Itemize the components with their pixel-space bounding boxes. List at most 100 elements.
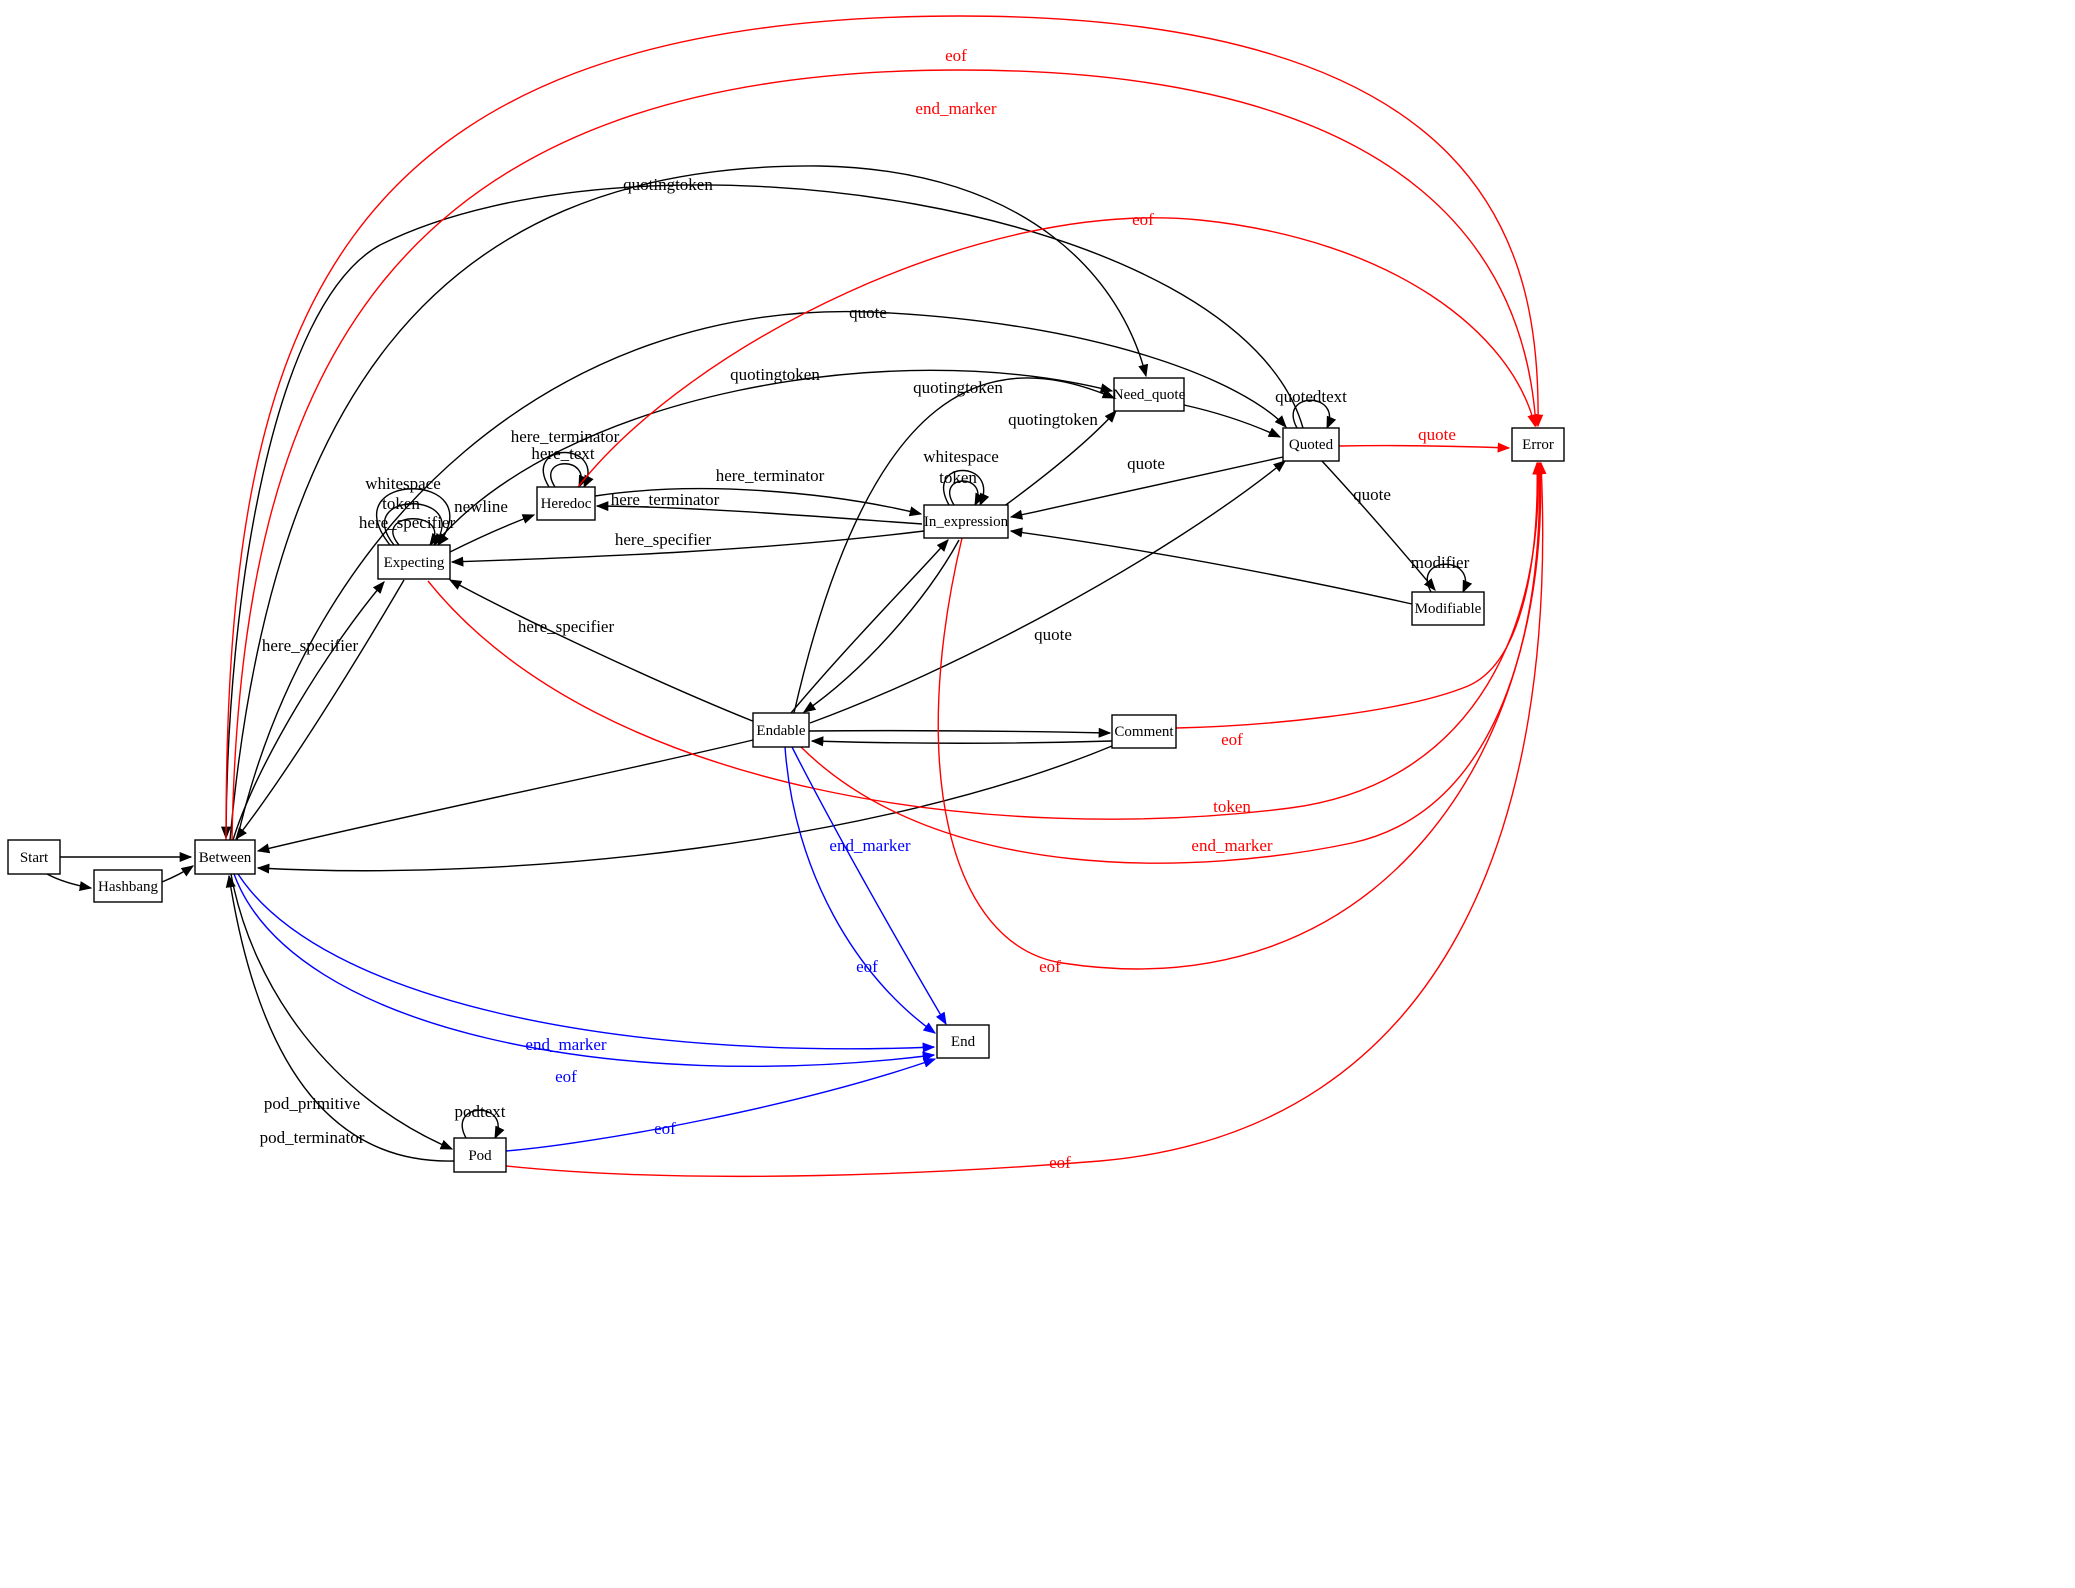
edge-endable-needquote — [793, 377, 1116, 714]
edge-inexpression-heredoc — [595, 501, 923, 525]
edge-label: here_terminator — [511, 427, 620, 446]
edge-pod-between — [225, 874, 455, 1162]
edge-endable-inexpression — [790, 539, 949, 714]
edge-label: here_specifier — [518, 617, 615, 636]
node-hashbang: Hashbang — [93, 869, 163, 903]
node-error-box — [1511, 427, 1565, 462]
edge-pod-error-eof — [505, 461, 1547, 1178]
edge-endable-end-eof — [784, 746, 937, 1034]
edge-label: whitespace — [923, 447, 999, 466]
edge-expecting-heredoc — [449, 514, 536, 553]
edge-expecting-needquote — [433, 369, 1114, 546]
edge-label: here_terminator — [611, 490, 720, 509]
edge-label: here_specifier — [262, 636, 359, 655]
node-between: Between — [194, 839, 256, 875]
edge-label: token — [382, 494, 420, 513]
node-heredoc-label: Heredoc — [541, 496, 592, 512]
edge-endable-end-endmarker — [791, 746, 947, 1026]
edge-between-expecting — [232, 581, 385, 841]
node-start-box — [7, 839, 61, 875]
edge-needquote-quoted — [1183, 404, 1282, 438]
edge-label: whitespace — [365, 474, 441, 493]
edge-label: quotingtoken — [913, 378, 1003, 397]
edge-quoted-inexpression — [1009, 456, 1284, 520]
edge-pod-self-podtext — [461, 1109, 505, 1140]
node-modifiable-label: Modifiable — [1415, 601, 1482, 617]
edge-expecting-self-whitespace — [375, 488, 451, 547]
edge-label: here_terminator — [716, 466, 825, 485]
node-pod-box — [453, 1137, 507, 1173]
node-hashbang-box — [93, 869, 163, 903]
node-end-label: End — [951, 1034, 976, 1050]
edge-label: eof — [1039, 957, 1061, 976]
node-pod: Pod — [453, 1137, 507, 1173]
edge-between-quoted — [236, 310, 1287, 841]
edge-endable-quoted — [809, 460, 1286, 724]
node-expecting-label: Expecting — [384, 555, 445, 571]
edge-heredoc-self-heretext — [550, 463, 589, 489]
node-pod-label: Pod — [468, 1148, 492, 1164]
edge-inexpression-endable — [802, 539, 960, 713]
node-end-box — [936, 1024, 990, 1059]
edge-label: quote — [1353, 485, 1391, 504]
edge-label: newline — [454, 497, 508, 516]
node-error: Error — [1511, 427, 1565, 462]
edge-endable-between — [256, 739, 754, 854]
edge-label: quote — [1034, 625, 1072, 644]
node-between-box — [194, 839, 256, 875]
edge-label: eof — [1132, 210, 1154, 229]
node-hashbang-label: Hashbang — [98, 879, 158, 895]
edge-endable-comment — [808, 727, 1112, 738]
edge-modifiable-inexpression — [1009, 527, 1413, 605]
node-start: Start — [7, 839, 61, 875]
node-quoted: Quoted — [1282, 427, 1340, 462]
node-expecting-box — [377, 544, 451, 580]
edge-endable-expecting — [448, 579, 756, 723]
node-quoted-label: Quoted — [1289, 437, 1334, 453]
edge-inexpression-error-eof — [937, 461, 1546, 970]
edge-label: end_marker — [915, 99, 997, 118]
edge-expecting-self-token — [383, 503, 445, 547]
node-expecting: Expecting — [377, 544, 451, 580]
edge-expecting-between — [235, 579, 405, 840]
node-in-expression-label: In_expression — [924, 514, 1009, 530]
edge-pod-end-eof — [505, 1057, 937, 1152]
edge-label: eof — [1221, 730, 1243, 749]
edge-inexpression-self-token — [949, 480, 985, 507]
edge-label: quote — [1127, 454, 1165, 473]
node-end: End — [936, 1024, 990, 1059]
node-modifiable-box — [1411, 591, 1485, 626]
edge-label: end_marker — [1191, 836, 1273, 855]
edge-between-end-eof — [233, 873, 936, 1067]
edge-expecting-self-herespecifier — [392, 518, 441, 547]
node-heredoc: Heredoc — [536, 486, 596, 521]
node-need-quote: Need_quote — [1113, 377, 1186, 412]
edge-label: eof — [945, 46, 967, 65]
node-in-expression-box — [923, 504, 1009, 539]
node-start-label: Start — [20, 850, 49, 866]
edge-label: quotingtoken — [1008, 410, 1098, 429]
edge-label: end_marker — [829, 836, 911, 855]
edge-labels-layer: here_specifier whitespace token here_spe… — [260, 46, 1470, 1172]
edges-layer — [46, 15, 1547, 1178]
edge-label: eof — [1049, 1153, 1071, 1172]
edge-hashbang-between — [161, 865, 195, 883]
edge-label: eof — [856, 957, 878, 976]
edge-quoted-modifiable — [1321, 460, 1436, 591]
node-heredoc-box — [536, 486, 596, 521]
node-endable-label: Endable — [756, 723, 805, 739]
edge-inexpression-expecting — [450, 530, 925, 567]
edge-between-end-endmarker — [237, 873, 936, 1053]
edge-label: eof — [555, 1067, 577, 1086]
edge-label: eof — [654, 1119, 676, 1138]
edge-expecting-error-token — [427, 461, 1544, 820]
node-quoted-box — [1282, 427, 1340, 462]
edge-comment-endable — [810, 736, 1113, 747]
node-error-label: Error — [1522, 437, 1554, 453]
edge-heredoc-error-eof — [577, 217, 1538, 488]
edge-inexpression-needquote — [1002, 410, 1117, 508]
edge-label: quotingtoken — [730, 365, 820, 384]
edge-label: quote — [1418, 425, 1456, 444]
